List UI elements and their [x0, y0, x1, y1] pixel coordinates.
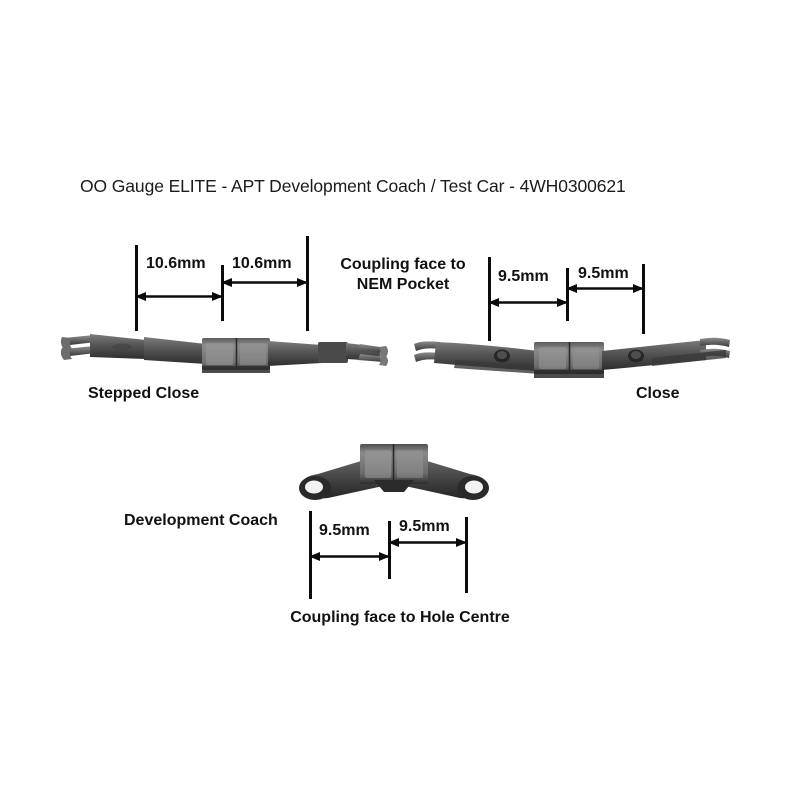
dimension-arrow-stepped-left: [135, 291, 223, 302]
extension-line-close-middle: [566, 268, 569, 321]
caption-hole-centre: Coupling face to Hole Centre: [290, 609, 510, 626]
dimension-label-close-right: 9.5mm: [578, 265, 629, 282]
coupling-arm-right-icon: [268, 341, 388, 366]
coupling-part-close: [412, 330, 732, 386]
extension-line-stepped-left: [135, 245, 138, 331]
part-label-development-coach: Development Coach: [124, 512, 278, 529]
coupling-part-stepped-close: [60, 322, 390, 384]
coupling-arm-right-icon: [602, 337, 730, 370]
part-label-close: Close: [636, 385, 680, 402]
dimension-label-coach-left: 9.5mm: [319, 522, 370, 539]
coupling-arm-left-icon: [60, 334, 206, 364]
dimension-label-coach-right: 9.5mm: [399, 518, 450, 535]
dimension-arrow-close-left: [488, 297, 568, 308]
nem-pocket-block-icon: [202, 338, 270, 373]
nem-pocket-block-icon: [360, 444, 428, 492]
caption-nem-pocket-line2: NEM Pocket: [356, 276, 450, 294]
extension-line-stepped-right: [306, 236, 309, 331]
coupling-arm-left-icon: [414, 341, 540, 374]
part-label-stepped-close: Stepped Close: [88, 385, 200, 402]
nem-pocket-block-icon: [534, 342, 604, 378]
extension-line-close-right: [642, 264, 645, 334]
extension-line-coach-left: [309, 511, 312, 599]
dimension-arrow-stepped-right: [221, 277, 308, 288]
coupling-part-development-coach: [288, 440, 500, 508]
extension-line-stepped-middle: [221, 265, 224, 321]
dimension-arrow-coach-left: [309, 551, 390, 562]
dimension-label-stepped-left: 10.6mm: [146, 255, 206, 272]
caption-nem-pocket: Coupling face to NEM Pocket: [328, 255, 478, 296]
page-title: OO Gauge ELITE - APT Development Coach /…: [80, 176, 626, 196]
caption-nem-pocket-line1: Coupling face to: [340, 256, 466, 273]
extension-line-coach-middle: [388, 521, 391, 579]
dimension-label-stepped-right: 10.6mm: [232, 255, 292, 272]
dimension-label-close-left: 9.5mm: [498, 268, 549, 285]
dimension-arrow-close-right: [566, 283, 644, 294]
extension-line-coach-right: [465, 517, 468, 593]
dimension-arrow-coach-right: [388, 537, 467, 548]
extension-line-close-left: [488, 257, 491, 341]
